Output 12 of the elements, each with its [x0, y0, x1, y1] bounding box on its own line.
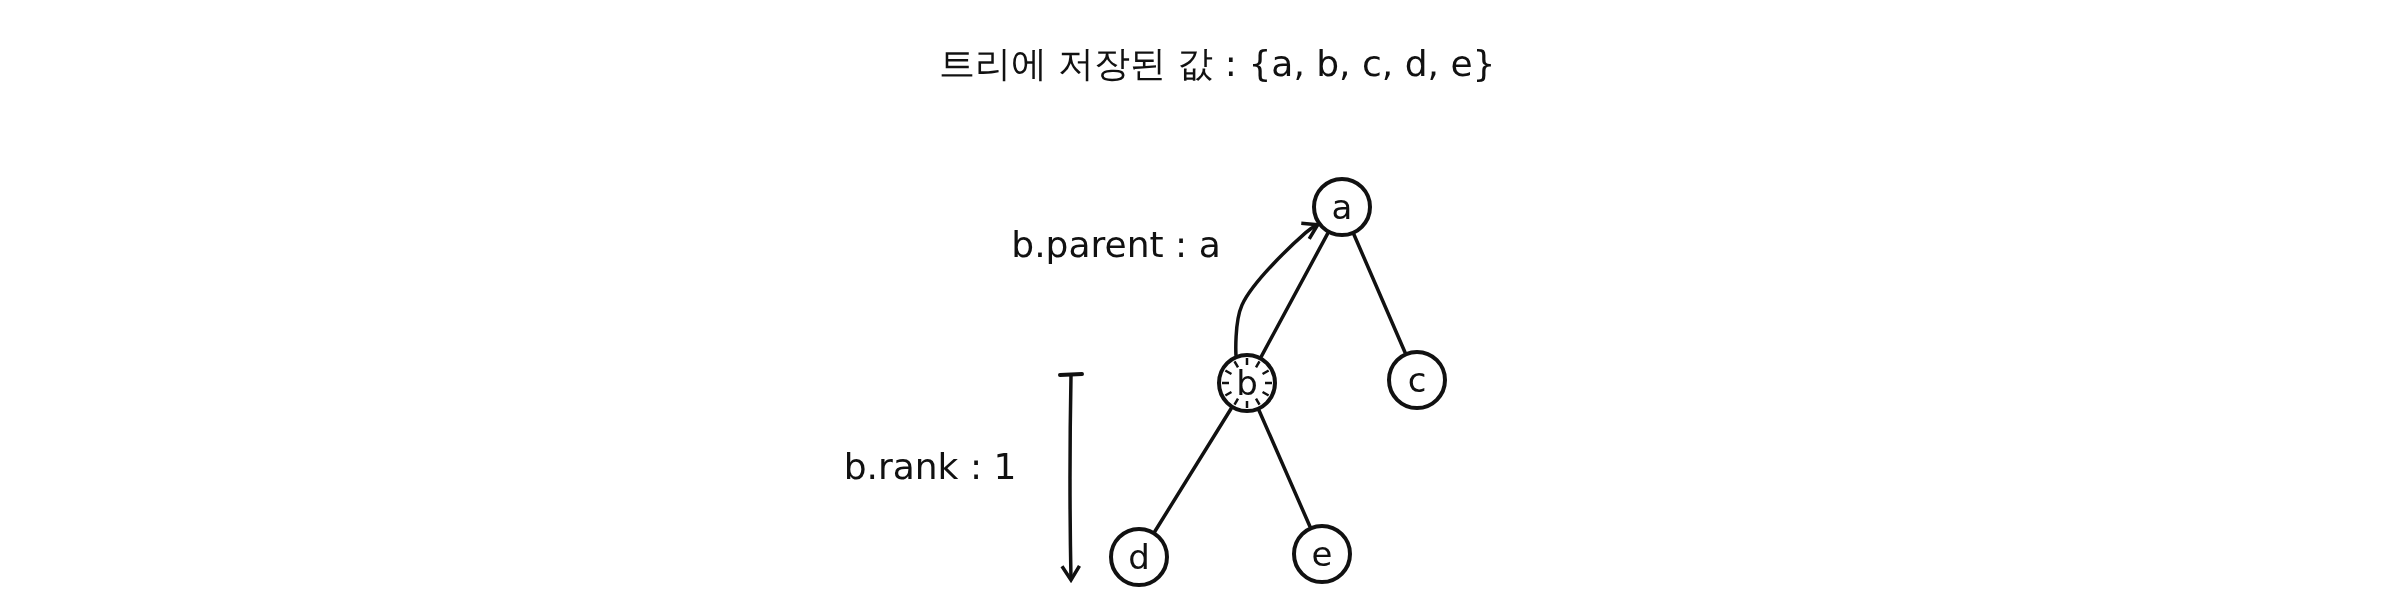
tree-node: c [1387, 350, 1447, 410]
highlighted-tree-node: b [1217, 353, 1277, 413]
tree-node: d [1109, 527, 1169, 587]
arrow [1234, 221, 1320, 357]
annotation-text: b.rank : 1 [843, 445, 1017, 489]
title: 트리에 저장된 값 : {a, b, c, d, e} [938, 42, 1496, 86]
tree-line [1257, 408, 1312, 529]
tree-node: e [1292, 524, 1352, 584]
tree-node: a [1312, 177, 1372, 237]
tree-line [1153, 406, 1233, 534]
tree-line [1259, 231, 1330, 359]
tree-line [1352, 232, 1407, 355]
